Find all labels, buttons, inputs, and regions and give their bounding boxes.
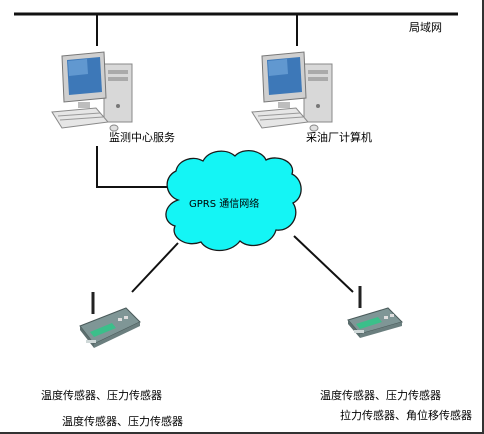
cloud-label: GPRS 通信网络 [189,199,260,210]
computer-label-oil-plant: 采油厂计算机 [306,131,372,144]
sensor-label-left-2: 温度传感器、压力传感器 [62,415,183,428]
cloud-to-terminal-right-line [293,235,354,293]
desktop-computer-icon [251,51,333,132]
sensor-label-right-2: 拉力传感器、角位移传感器 [340,409,472,422]
sensor-label-right-1: 温度传感器、压力传感器 [320,389,441,402]
oil-plant-computer [242,46,338,138]
gprs-cloud [165,150,302,252]
sensor-label-left-1: 温度传感器、压力传感器 [41,389,162,402]
cloud-to-terminal-left-line [131,242,179,293]
gprs-terminal-left [76,288,146,354]
gprs-modem-icon [347,286,403,338]
gprs-cloud-shape [165,150,302,252]
gprs-terminal-right [340,282,410,348]
desktop-computer-icon [51,51,133,132]
gprs-modem-icon [79,292,141,348]
computer-label-monitoring-center: 监测中心服务 [109,131,175,144]
monitoring-center-server-computer [42,46,138,138]
lan-label: 局域网 [409,21,442,34]
